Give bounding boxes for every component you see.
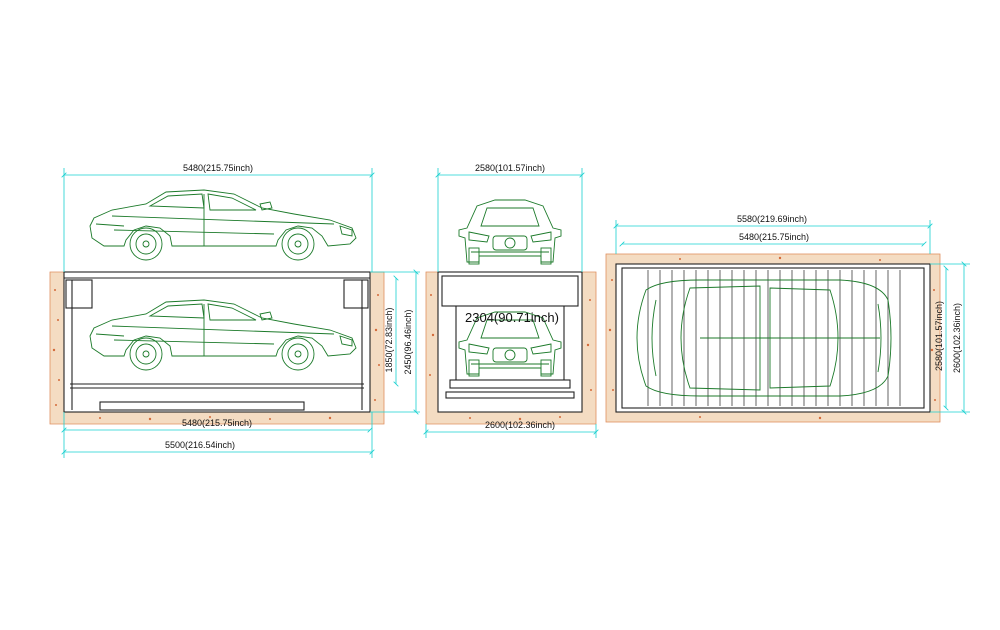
side-outer-height-label: 2450(96.46inch) (403, 309, 413, 374)
side-car-bottom (89, 299, 357, 371)
top-car (636, 279, 892, 397)
side-bottom-outer-width-label: 5500(216.54inch) (165, 440, 235, 450)
front-view: 2580(101.57inch) 2304(90.71inch) 2600(10… (426, 163, 596, 438)
side-car-top (89, 189, 357, 261)
front-pit-texture (429, 294, 592, 421)
top-view: 5580(219.69inch) 5480(215.75inch) 2580(1… (605, 214, 970, 423)
side-top-width-label: 5480(215.75inch) (183, 163, 253, 173)
front-car-top (458, 199, 562, 265)
side-view: 5480(215.75inch) 5480(215.75inch) 5500(2… (49, 163, 420, 458)
top-pit-texture (608, 256, 936, 420)
front-top-width-label: 2580(101.57inch) (475, 163, 545, 173)
top-outer-width-label: 5580(219.69inch) (737, 214, 807, 224)
front-frame (437, 271, 583, 413)
side-pit-soil (49, 271, 385, 425)
front-bottom-width-label: 2600(102.36inch) (485, 420, 555, 430)
side-frame (63, 271, 371, 413)
front-center-width-label: 2304(90.71inch) (465, 310, 559, 325)
side-bottom-inner-width-label: 5480(215.75inch) (182, 418, 252, 428)
side-inner-height-label: 1850(72.83inch) (384, 307, 394, 372)
top-inner-width-label: 5480(215.75inch) (739, 232, 809, 242)
top-outer-height-label: 2600(102.36inch) (952, 303, 962, 373)
side-pit-texture (52, 289, 380, 421)
top-inner-height-label: 2580(101.57inch) (934, 301, 944, 371)
